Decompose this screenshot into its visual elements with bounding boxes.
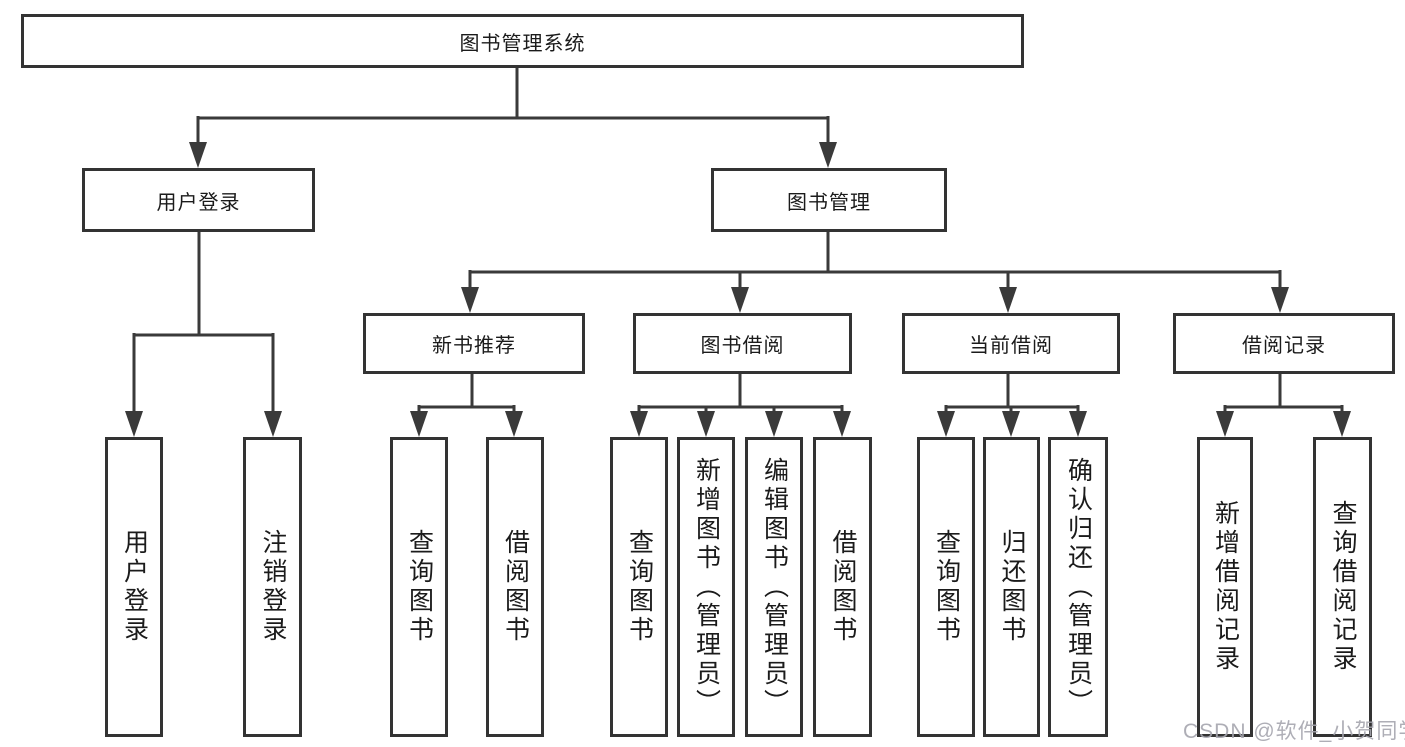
leaf-records-add-record-label: 新增借阅记录 xyxy=(1211,500,1240,674)
leaf-borrow-borrow-book-label: 借阅图书 xyxy=(829,529,857,645)
node-new-book-recommend-label: 新书推荐 xyxy=(432,335,516,357)
leaf-current-query-book-label: 查询图书 xyxy=(932,529,961,645)
node-borrow-records: 借阅记录 xyxy=(1173,313,1395,374)
node-book-borrow: 图书借阅 xyxy=(633,313,852,374)
leaf-recommend-borrow-book: 借阅图书 xyxy=(486,437,544,737)
node-new-book-recommend: 新书推荐 xyxy=(363,313,585,374)
leaf-current-return-book-label: 归还图书 xyxy=(998,529,1026,645)
csdn-watermark: CSDN @软件_小贺同学 xyxy=(1183,720,1405,743)
node-current-borrow-label: 当前借阅 xyxy=(969,335,1053,357)
leaf-current-confirm-return-admin: 确认归还（管理员） xyxy=(1048,437,1108,737)
node-root-system: 图书管理系统 xyxy=(21,14,1024,68)
node-book-management: 图书管理 xyxy=(711,168,947,232)
leaf-logout-label: 注销登录 xyxy=(259,529,287,645)
node-borrow-records-label: 借阅记录 xyxy=(1242,335,1326,357)
leaf-borrow-edit-book-admin: 编辑图书（管理员） xyxy=(745,437,803,737)
node-current-borrow: 当前借阅 xyxy=(902,313,1120,374)
node-root-label: 图书管理系统 xyxy=(459,32,586,55)
leaf-borrow-add-book-admin: 新增图书（管理员） xyxy=(677,437,735,737)
leaf-borrow-query-book-label: 查询图书 xyxy=(625,529,654,645)
leaf-user-login-label: 用户登录 xyxy=(120,529,149,645)
arrowheads xyxy=(125,142,1351,437)
leaf-logout: 注销登录 xyxy=(243,437,302,737)
leaf-records-add-record: 新增借阅记录 xyxy=(1197,437,1253,737)
leaf-recommend-query-book-label: 查询图书 xyxy=(405,529,434,645)
leaf-current-confirm-return-admin-label: 确认归还（管理员） xyxy=(1064,456,1093,718)
leaf-user-login: 用户登录 xyxy=(105,437,163,737)
leaf-borrow-borrow-book: 借阅图书 xyxy=(813,437,872,737)
leaf-recommend-query-book: 查询图书 xyxy=(390,437,448,737)
leaf-borrow-edit-book-admin-label: 编辑图书（管理员） xyxy=(760,456,789,718)
leaf-recommend-borrow-book-label: 借阅图书 xyxy=(501,529,530,645)
leaf-current-query-book: 查询图书 xyxy=(917,437,975,737)
leaf-borrow-query-book: 查询图书 xyxy=(610,437,668,737)
leaf-current-return-book: 归还图书 xyxy=(983,437,1040,737)
node-book-borrow-label: 图书借阅 xyxy=(700,335,785,357)
leaf-records-query-record: 查询借阅记录 xyxy=(1313,437,1372,737)
leaf-borrow-add-book-admin-label: 新增图书（管理员） xyxy=(692,456,721,718)
node-user-login: 用户登录 xyxy=(82,168,315,232)
node-book-management-label: 图书管理 xyxy=(787,191,871,214)
leaf-records-query-record-label: 查询借阅记录 xyxy=(1329,500,1357,674)
node-user-login-label: 用户登录 xyxy=(156,191,241,214)
